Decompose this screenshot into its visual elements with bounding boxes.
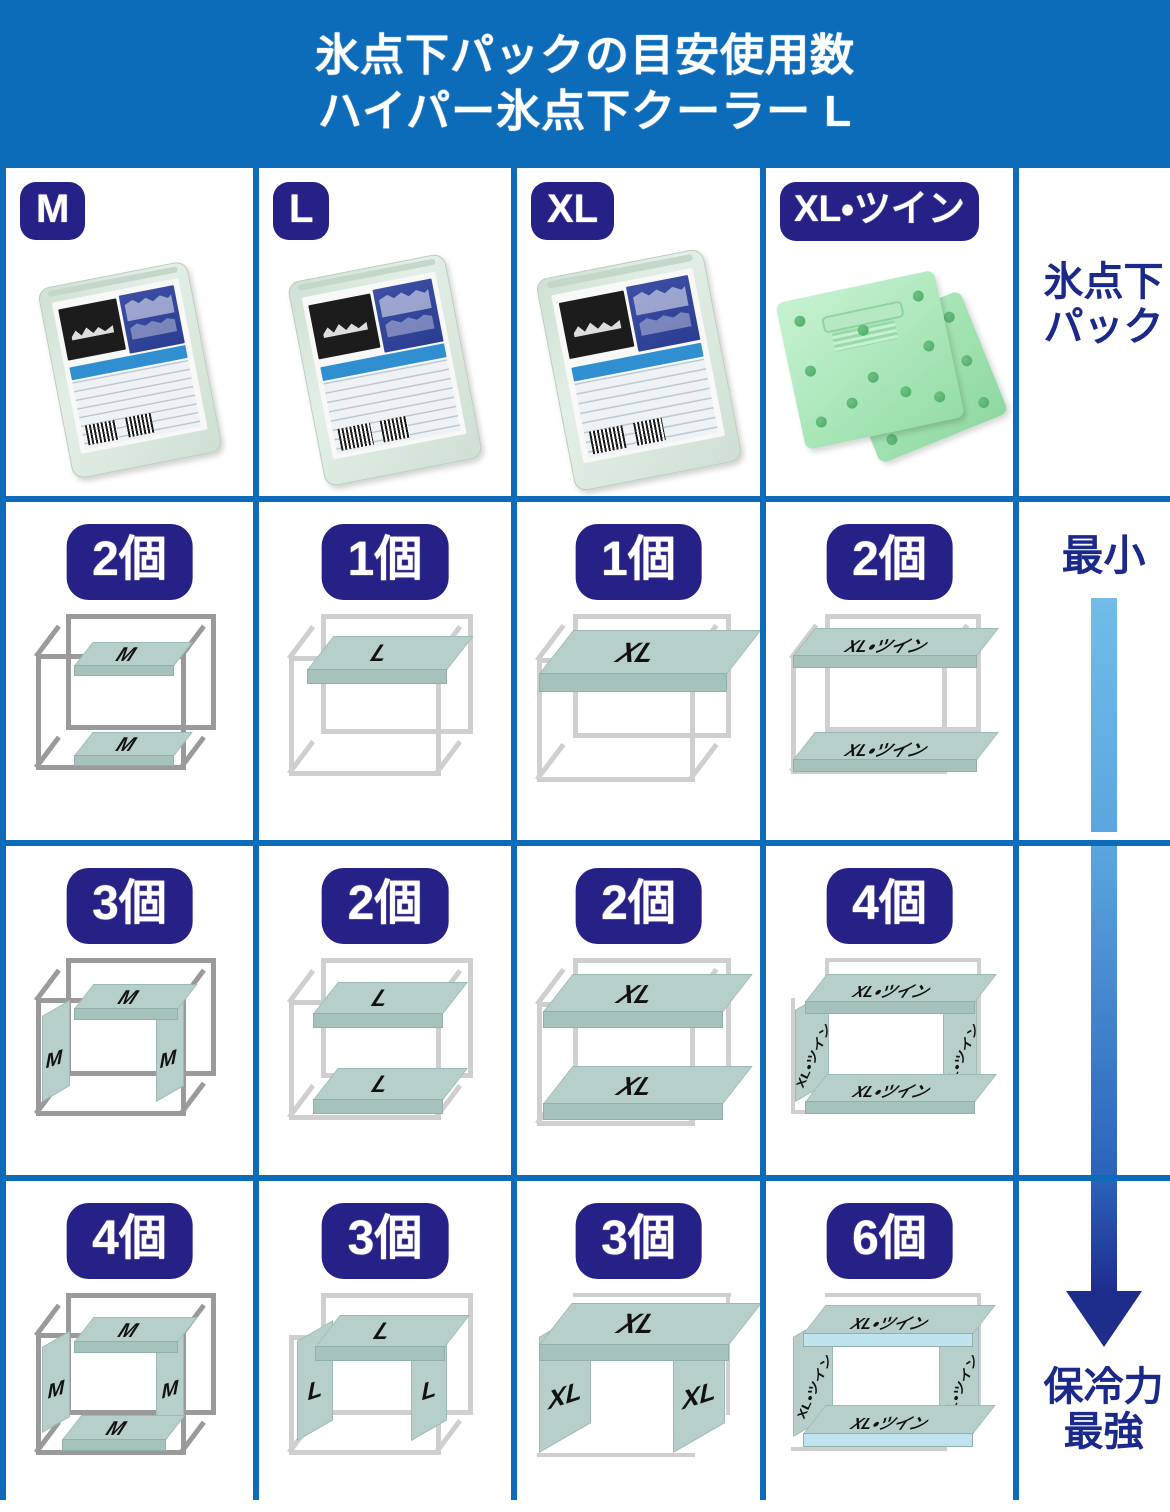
cooler-diagram: L (285, 614, 485, 790)
header-cell-xl: XL (517, 168, 760, 496)
count-badge: 2個 (826, 524, 953, 600)
legend-cell-product: 氷点下 パック (1019, 168, 1170, 496)
size-badge-m: M (20, 182, 86, 240)
pack-label: M (102, 1417, 129, 1440)
usage-cell-r3-xl: 3個 XL XL (517, 1181, 760, 1512)
count-badge: 2個 (66, 524, 193, 600)
page-title-line1: 氷点下パックの目安使用数 (315, 31, 855, 81)
usage-table: M L XL (6, 168, 1170, 1512)
usage-cell-r1-xl-twin: 2個 (766, 502, 1013, 840)
ice-pack-xl-photo (517, 247, 760, 493)
cooler-diagram: XL・ツイン XL・ツイン (787, 614, 999, 786)
pack-label: L (367, 1071, 395, 1098)
ice-pack-l-photo (259, 250, 511, 490)
usage-cell-r2-l: 2個 (259, 846, 511, 1175)
pack-label: XL・ツイン (849, 984, 931, 1001)
legend-product-name-line2: パック (1043, 304, 1164, 349)
pack-label: M (159, 1045, 176, 1073)
count-badge: 2個 (321, 868, 449, 944)
pack-label: M (114, 986, 141, 1009)
pack-label: M (112, 643, 139, 666)
count-badge: 4個 (826, 868, 953, 944)
pack-label: L (369, 1318, 397, 1345)
count-badge: 2個 (575, 868, 702, 944)
cooler-diagram: M M M M (32, 1293, 228, 1471)
cooler-diagram: M M (32, 614, 228, 784)
down-arrow-icon (1090, 598, 1117, 832)
cooler-diagram: XL (533, 614, 760, 794)
count-badge: 1個 (321, 524, 449, 600)
usage-cell-r1-m: 2個 (6, 502, 253, 840)
ice-pack-m-photo (6, 250, 253, 490)
legend-cell-min: 最小 (1019, 502, 1170, 840)
pack-label: XL・ツイン (847, 1316, 929, 1333)
pack-label: L (366, 640, 394, 667)
legend-min-label: 最小 (1061, 532, 1146, 579)
ice-pack-xl-twin-photo (766, 250, 1013, 490)
header-cell-xl-twin: XL・ツイン (766, 168, 1013, 496)
pack-label: XL・ツイン (849, 1084, 931, 1101)
usage-cell-r3-xl-twin: 6個 XL・ツイン XL・ツイン (766, 1181, 1013, 1512)
pack-label: M (112, 733, 139, 756)
cooler-diagram: M M M (32, 958, 228, 1130)
cooler-diagram: XL XL (533, 958, 753, 1138)
cooler-diagram: XL XL XL (533, 1293, 760, 1473)
pack-label: XL (612, 978, 660, 1009)
usage-cell-r3-m: 4個 M (6, 1181, 253, 1512)
cooler-diagram: L L (285, 958, 485, 1134)
legend-max-label-line2: 最強 (1063, 1409, 1144, 1454)
page-title-line2: ハイパー氷点下クーラー L (317, 87, 853, 136)
count-badge: 1個 (575, 524, 702, 600)
cooler-diagram: XL・ツイン XL・ツイン XL・ツイン XL・ツイン (787, 1293, 996, 1465)
pack-label: XL (612, 1308, 663, 1339)
header-cell-l: L (259, 168, 511, 496)
count-badge: 4個 (66, 1203, 193, 1279)
size-badge-xl: XL (531, 182, 615, 240)
usage-cell-r1-xl: 1個 (517, 502, 760, 840)
legend-max-label-line1: 保冷力 (1043, 1365, 1164, 1409)
usage-cell-r3-l: 3個 L (259, 1181, 511, 1512)
legend-product-name: 氷点下 パック (1019, 260, 1170, 350)
count-badge: 6個 (826, 1203, 953, 1279)
size-badge-l: L (273, 182, 330, 240)
size-badge-xl-twin: XL・ツイン (780, 182, 979, 241)
arrow-head-icon (1065, 1291, 1142, 1347)
header-cell-m: M (6, 168, 253, 496)
usage-cell-r1-l: 1個 (259, 502, 511, 840)
pack-label: L (367, 985, 395, 1012)
count-badge: 3個 (575, 1203, 702, 1279)
pack-label: XL (612, 1070, 660, 1101)
pack-label: XL・ツイン (841, 636, 929, 656)
pack-label: M (45, 1045, 62, 1073)
down-arrow-icon (1090, 1181, 1117, 1293)
legend-product-name-line1: 氷点下 (1043, 260, 1164, 304)
pack-label: XL・ツイン (847, 1416, 929, 1433)
cooler-diagram: XL・ツイン XL・ツイン XL・ツイン XL・ツイン (787, 958, 997, 1128)
legend-cell-max: 保冷力 最強 (1019, 1181, 1170, 1512)
down-arrow-icon (1090, 846, 1117, 1175)
count-badge: 3個 (66, 868, 193, 944)
cooler-diagram: L L L (285, 1293, 485, 1471)
usage-cell-r2-m: 3個 M (6, 846, 253, 1175)
pack-label: XL・ツイン (841, 740, 929, 760)
count-badge: 3個 (321, 1203, 449, 1279)
legend-cell-arrow-mid (1019, 846, 1170, 1175)
pack-label: XL (611, 637, 662, 668)
title-header: 氷点下パックの目安使用数 ハイパー氷点下クーラー L (0, 0, 1170, 168)
pack-label: M (114, 1319, 141, 1342)
legend-max-label: 保冷力 最強 (1019, 1365, 1170, 1455)
usage-cell-r2-xl: 2個 (517, 846, 760, 1175)
usage-cell-r2-xl-twin: 4個 XL・ツイン XL・ツイン (766, 846, 1013, 1175)
